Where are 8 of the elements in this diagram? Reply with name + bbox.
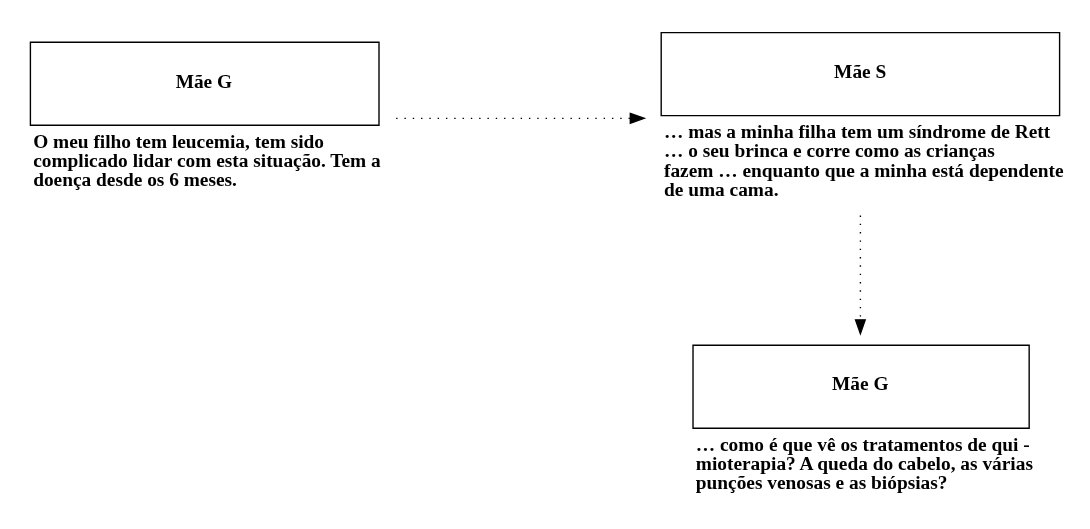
node-box: Mãe G [692, 344, 1030, 429]
arrow [395, 112, 647, 124]
arrow [854, 214, 867, 336]
node-box: Mãe G [29, 41, 380, 126]
node-label: O meu filho tem leucemia, tem sido complicado lidar com esta situação. Tem a doença desde os 6 meses. [33, 130, 381, 190]
node-label: … como é que vê os tratamentos de qui - mioterapia? A queda do cabelo, as várias punções venosas e as biópsias? [695, 433, 1033, 493]
node-label: … mas a minha filha tem um síndrome de Rett … o seu brinca e corre como as crianças fazem … enquanto que a minha está dependente de uma cama. [663, 120, 1064, 200]
node-box: Mãe S [660, 31, 1061, 116]
